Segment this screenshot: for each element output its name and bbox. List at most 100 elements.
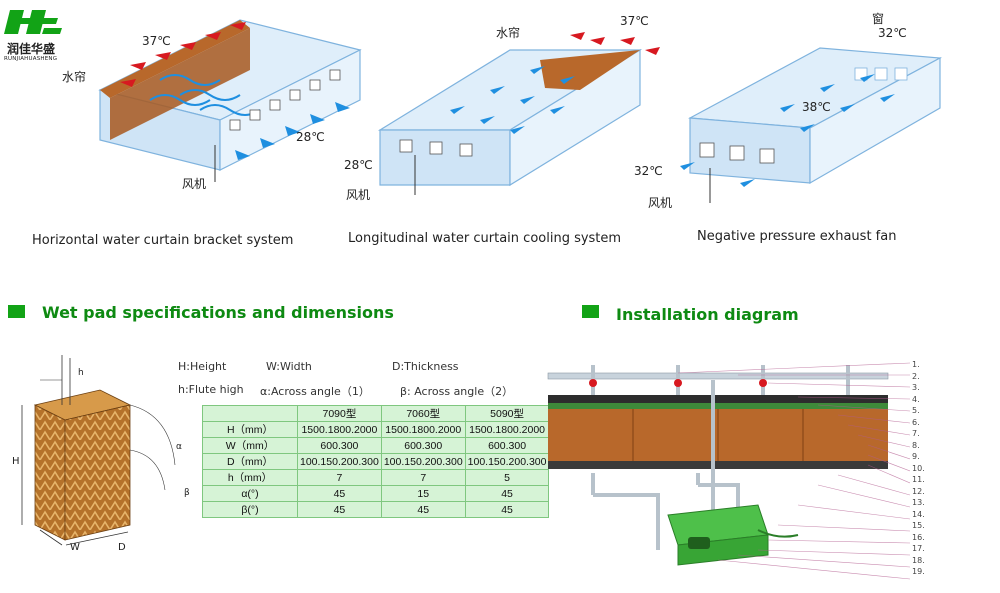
temp-in-label: 32℃ [878,26,907,40]
list-item: 19. [912,567,925,576]
diagram-negative-pressure: 窗 32℃ 38℃ 32℃ 风机 [634,8,970,210]
temp-mid-label: 38℃ [802,100,831,114]
legend-height: H:Height [178,360,227,373]
spec-header-cell: 5090型 [464,405,550,422]
spec-cell: 600.300 [380,437,466,454]
logo: 润佳华盛 RUNJIAHUASHENG [4,4,64,62]
table-row: D（mm） 100.150.200.300 100.150.200.300 10… [202,453,550,470]
pad-label: 水帘 [496,26,521,40]
spec-cell: 7 [380,469,466,486]
legend-thickness: D:Thickness [392,360,459,373]
list-item: 16. [912,532,925,542]
spec-cell: 45 [464,501,550,518]
spec-cell: W（mm） [202,437,298,454]
spec-cell: 1500.1800.2000 [464,421,550,438]
spec-cell: 600.300 [297,437,382,454]
section-marker-icon [582,305,599,318]
specs-section-title: Wet pad specifications and dimensions [42,303,394,322]
temp-in-label: 37℃ [142,34,171,48]
list-item: 10. [912,463,925,473]
list-item: 18. [912,555,925,565]
dim-D: D [118,542,126,553]
list-item: 5. [912,406,920,415]
spec-cell: 100.150.200.300 [297,453,382,470]
temp-out-label: 28℃ [296,130,325,144]
horizontal-greenhouse-illustration [98,19,362,182]
table-row: H（mm） 1500.1800.2000 1500.1800.2000 1500… [202,421,550,438]
spec-cell: β(°) [202,501,298,518]
diagram-longitudinal: 水帘 37℃ 28℃ 风机 [340,10,670,205]
legend-alpha: α:Across angle（1） [260,385,370,398]
list-item: 6. [912,417,920,427]
list-item: 11. [912,475,925,484]
spec-cell: 100.150.200.300 [464,453,550,470]
table-row: α(°) 45 15 45 [202,485,550,502]
temp-out-label: 32℃ [634,164,663,178]
longitudinal-greenhouse-illustration [377,32,660,195]
dim-beta: β [184,488,190,498]
section-marker-icon [8,305,25,318]
legend-beta: β: Across angle（2） [400,385,514,398]
fan-label: 风机 [648,196,673,210]
install-labels-list: 1. 2. 3. 4. 5. 6. 7. 8. 9. 10. 11. 12. 1… [912,360,998,579]
spec-cell: 100.150.200.300 [380,453,466,470]
list-item: 1. [912,360,920,369]
spec-table-header: 7090型 7060型 5090型 [202,405,550,422]
spec-cell: h（mm） [202,469,298,486]
spec-cell: 5 [464,469,550,486]
dim-W: W [70,542,80,553]
table-row: β(°) 45 45 45 [202,501,550,518]
caption-longitudinal: Longitudinal water curtain cooling syste… [348,231,622,246]
spec-header-cell: 7090型 [297,405,382,422]
fan-label: 风机 [346,188,371,202]
list-item: 12. [912,486,925,496]
spec-cell: 45 [297,485,382,502]
spec-cell: 7 [297,469,382,486]
list-item: 9. [912,452,920,461]
spec-cell: 1500.1800.2000 [297,421,382,438]
logo-cn: 润佳华盛 [7,42,56,56]
logo-en: RUNJIAHUASHENG [4,56,58,62]
spec-cell: 600.300 [464,437,550,454]
caption-negative-pressure: Negative pressure exhaust fan [697,229,897,244]
list-item: 3. [912,383,920,392]
list-item: 14. [912,509,925,519]
list-item: 15. [912,521,925,530]
spec-table: 7090型 7060型 5090型 H（mm） 1500.1800.2000 1… [202,405,550,518]
install-section-title: Installation diagram [616,305,799,324]
list-item: 17. [912,544,925,553]
dim-H: H [12,456,20,467]
window-label: 窗 [872,12,885,26]
table-row: W（mm） 600.300 600.300 600.300 [202,437,550,454]
installation-illustration [547,362,911,580]
fan-label: 风机 [182,177,207,191]
list-item: 13. [912,498,925,507]
spec-header-cell [202,405,298,422]
installation-diagram [538,355,911,588]
spec-cell: 45 [297,501,382,518]
spec-header-cell: 7060型 [380,405,466,422]
spec-cell: H（mm） [202,421,298,438]
temp-out-label: 28℃ [344,158,373,172]
dim-h-small: h [78,368,84,378]
spec-cell: α(°) [202,485,298,502]
legend-flute: h:Flute high [178,383,244,396]
legend-width: W:Width [266,360,312,373]
list-item: 4. [912,394,920,404]
list-item: 7. [912,429,920,438]
dim-alpha: α [176,442,182,452]
logo-mark-icon [4,10,62,34]
spec-cell: 45 [464,485,550,502]
spec-cell: 15 [380,485,466,502]
caption-horizontal: Horizontal water curtain bracket system [32,233,294,248]
spec-cell: D（mm） [202,453,298,470]
diagram-horizontal: 37℃ 水帘 28℃ 风机 [60,10,390,200]
spec-cell: 1500.1800.2000 [380,421,466,438]
wet-pad-drawing: h H W D α β [0,350,200,588]
pad-label: 水帘 [62,70,87,84]
negative-pressure-greenhouse-illustration [680,47,943,203]
list-item: 8. [912,440,920,450]
spec-cell: 45 [380,501,466,518]
wet-pad-illustration [21,355,176,546]
list-item: 2. [912,371,920,381]
